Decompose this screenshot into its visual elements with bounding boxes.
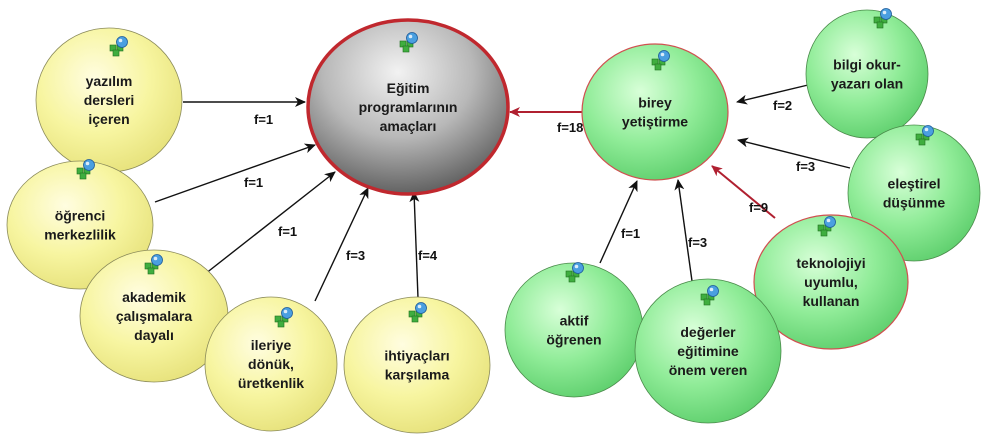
edge-teknoloji <box>711 165 776 219</box>
edge-ileriye <box>314 187 369 302</box>
node-ileriye[interactable]: ileriye dönük, üretkenlik <box>204 296 338 432</box>
node-label-line: aktif <box>560 313 589 329</box>
node-label-line: teknolojiyi <box>796 255 865 271</box>
network-node-icon <box>817 216 836 237</box>
edge-akademik <box>204 171 336 275</box>
edges-layer <box>154 84 851 302</box>
node-label-line: önem veren <box>669 362 748 378</box>
node-shape-bilgi <box>805 9 929 139</box>
edge-label-ogrenci: f=1 <box>244 175 263 190</box>
node-hub[interactable]: birey yetiştirme <box>581 43 729 181</box>
node-center[interactable]: Eğitim programlarının amaçları <box>306 18 510 196</box>
network-node-icon <box>700 285 719 306</box>
node-label-line: dayalı <box>134 327 174 343</box>
node-elestirel[interactable]: eleştirel düşünme <box>847 124 981 262</box>
node-shape-elestirel <box>847 124 981 262</box>
network-node-icon <box>565 262 584 283</box>
node-label-line: yetiştirme <box>622 114 688 130</box>
node-bilgi[interactable]: bilgi okur-yazarı olan <box>805 8 929 139</box>
node-shape-ileriye <box>204 296 338 432</box>
edge-label-teknoloji: f=9 <box>749 200 768 215</box>
network-node-icon <box>76 159 95 180</box>
network-node-icon <box>408 302 427 323</box>
node-label-line: karşılama <box>385 367 450 383</box>
edge-elestirel <box>737 137 851 169</box>
edge-label-hub: f=18 <box>557 120 583 135</box>
edge-label-bilgi: f=2 <box>773 98 792 113</box>
node-label-line: kullanan <box>803 293 860 309</box>
node-label-line: yazarı olan <box>831 76 903 92</box>
edge-label-elestirel: f=3 <box>796 159 815 174</box>
node-label-line: öğrenen <box>546 332 601 348</box>
node-label-line: değerler <box>680 324 736 340</box>
edge-ihtiyac <box>409 191 420 299</box>
node-shape-aktif <box>504 262 644 398</box>
node-label-line: eğitimine <box>677 343 739 359</box>
network-node-icon <box>109 36 128 57</box>
edge-labels-layer: f=1 f=1 f=1 f=3 f=4 f=2 f=3 f=9 f=1 f=3 f=18 <box>244 98 815 263</box>
node-label-line: dönük, <box>248 356 294 372</box>
edge-ogrenci <box>154 143 316 203</box>
nodes-layer: yazılım dersleri içeren öğrenci merkezlilik a… <box>6 8 981 434</box>
node-degerler[interactable]: değerler eğitimine önem veren <box>634 278 782 424</box>
edge-label-ileriye: f=3 <box>346 248 365 263</box>
node-label-line: bilgi okur- <box>833 57 901 73</box>
node-label-line: yazılım <box>86 73 133 89</box>
node-label-line: çalışmalara <box>116 308 192 324</box>
network-node-icon <box>873 8 892 29</box>
node-yazilim[interactable]: yazılım dersleri içeren <box>35 27 183 173</box>
network-node-icon <box>274 307 293 328</box>
node-label-line: amaçları <box>380 118 437 134</box>
node-label-line: içeren <box>88 111 129 127</box>
edge-degerler <box>674 179 693 282</box>
node-aktif[interactable]: aktif öğrenen <box>504 262 644 398</box>
node-ihtiyac[interactable]: ihtiyaçları karşılama <box>343 296 491 434</box>
edge-label-akademik: f=1 <box>278 224 297 239</box>
node-label-line: üretkenlik <box>238 375 304 391</box>
node-shape-degerler <box>634 278 782 424</box>
edge-label-ihtiyac: f=4 <box>418 248 438 263</box>
edge-bilgi <box>736 84 809 105</box>
node-label-line: programlarının <box>359 99 458 115</box>
edge-label-yazilim: f=1 <box>254 112 273 127</box>
network-node-icon <box>915 125 934 146</box>
network-node-icon <box>651 50 670 71</box>
node-shape-ihtiyac <box>343 296 491 434</box>
node-label-line: uyumlu, <box>804 274 858 290</box>
node-teknoloji[interactable]: teknolojiyi uyumlu, kullanan <box>753 214 909 350</box>
node-label-line: Eğitim <box>387 80 430 96</box>
network-node-icon <box>399 32 418 53</box>
node-label-line: öğrenci <box>55 208 106 224</box>
node-label-line: ihtiyaçları <box>384 348 449 364</box>
edge-label-aktif: f=1 <box>621 226 640 241</box>
node-shape-center <box>306 18 510 196</box>
edge-label-degerler: f=3 <box>688 235 707 250</box>
node-shape-teknoloji <box>753 214 909 350</box>
node-ogrenci[interactable]: öğrenci merkezlilik <box>6 159 154 290</box>
network-node-icon <box>144 254 163 275</box>
node-shape-ogrenci <box>6 160 154 290</box>
node-label-line: birey <box>638 95 672 111</box>
node-label-line: ileriye <box>251 337 292 353</box>
node-akademik[interactable]: akademik çalışmalara dayalı <box>79 249 229 383</box>
node-label-line: merkezlilik <box>44 227 116 243</box>
node-label-line: düşünme <box>883 195 945 211</box>
node-label-line: eleştirel <box>888 176 941 192</box>
node-label-line: dersleri <box>84 92 135 108</box>
node-shape-hub <box>581 43 729 181</box>
edge-aktif <box>599 180 638 264</box>
node-label-line: akademik <box>122 289 186 305</box>
